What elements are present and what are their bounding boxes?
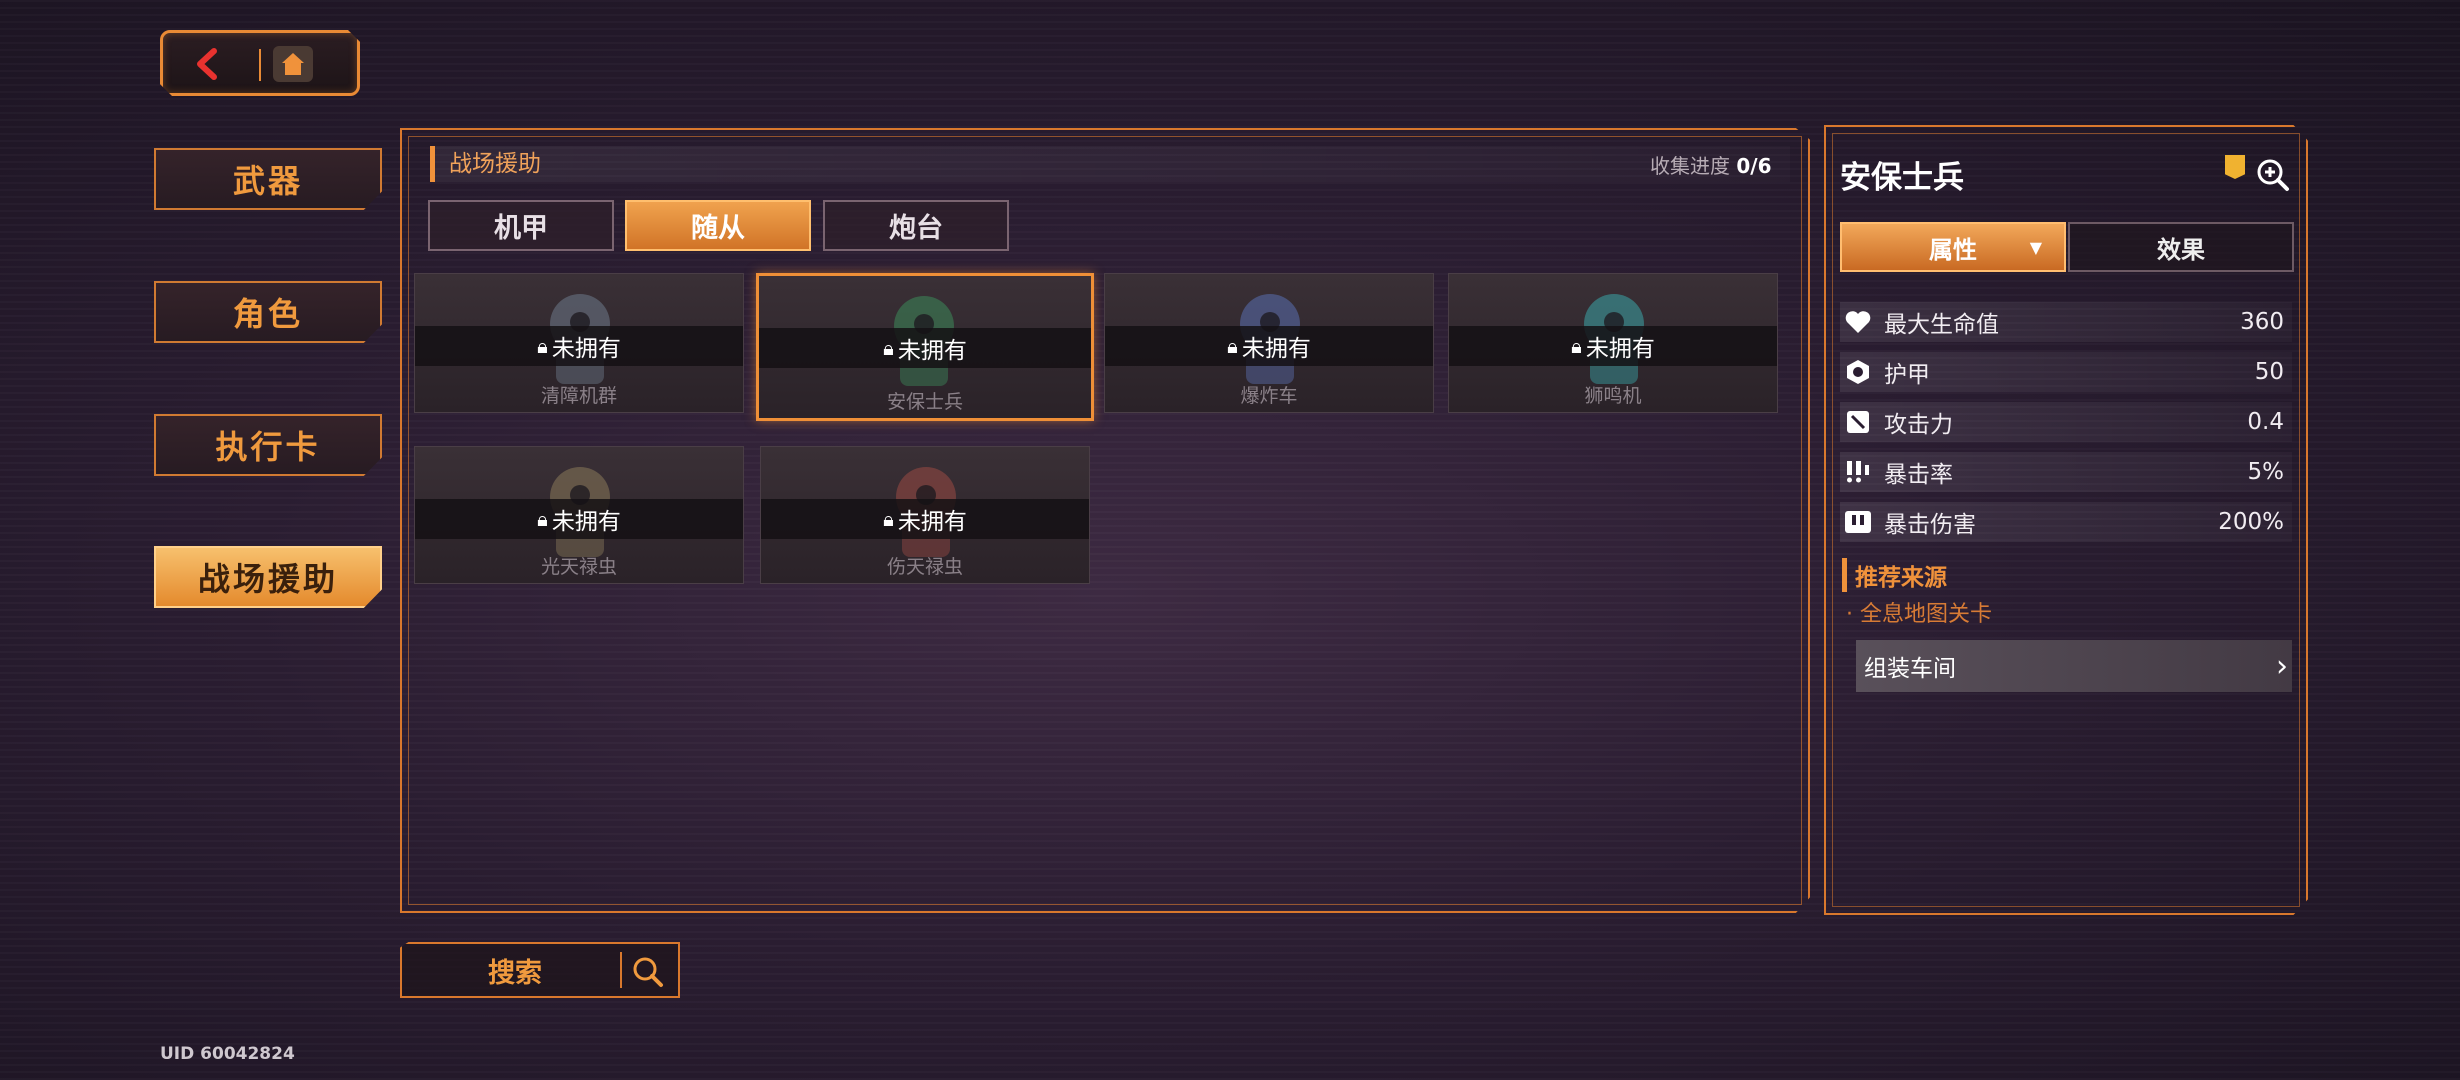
tab-label: 随从 xyxy=(691,213,745,244)
locked-overlay: 🔒︎未拥有 xyxy=(415,326,743,366)
home-button[interactable] xyxy=(273,46,313,82)
user-id: UID 60042824 xyxy=(160,1044,295,1064)
tab-effects[interactable]: 效果 xyxy=(2068,222,2294,272)
stat-row: 暴击率 5% xyxy=(1840,452,2292,492)
section-title: 战场援助 xyxy=(430,146,1790,182)
locked-overlay: 🔒︎未拥有 xyxy=(761,499,1089,539)
main-panel-inner xyxy=(408,136,1802,905)
unit-card[interactable]: 🔒︎未拥有清障机群 xyxy=(414,273,744,413)
locked-overlay: 🔒︎未拥有 xyxy=(1105,326,1433,366)
unit-card[interactable]: 🔒︎未拥有安保士兵 xyxy=(756,273,1094,421)
search-button[interactable]: 搜索 xyxy=(488,957,542,989)
locked-label: 未拥有 xyxy=(1241,336,1311,362)
crit-rate-icon xyxy=(1840,459,1876,485)
stat-label: 攻击力 xyxy=(1884,412,1953,438)
recommend-source[interactable]: · 全息地图关卡 xyxy=(1846,602,1992,627)
tab-followers[interactable]: 随从 xyxy=(625,200,811,251)
stat-row: 攻击力 0.4 xyxy=(1840,402,2292,442)
tab-mech[interactable]: 机甲 xyxy=(428,200,614,251)
back-button[interactable] xyxy=(187,46,227,82)
unit-card[interactable]: 🔒︎未拥有伤天禄虫 xyxy=(760,446,1090,584)
home-icon xyxy=(282,53,304,75)
unit-card[interactable]: 🔒︎未拥有狮鸣机 xyxy=(1448,273,1778,413)
sword-icon xyxy=(1840,409,1876,435)
crit-damage-icon xyxy=(1840,509,1876,535)
unit-card[interactable]: 🔒︎未拥有爆炸车 xyxy=(1104,273,1434,413)
side-menu-characters[interactable]: 角色 xyxy=(154,281,382,343)
lock-icon: 🔒︎ xyxy=(883,336,894,360)
search-icon[interactable] xyxy=(628,952,668,992)
locked-label: 未拥有 xyxy=(897,338,967,364)
stat-value: 50 xyxy=(2254,359,2284,385)
side-menu-battlefield-support[interactable]: 战场援助 xyxy=(154,546,382,608)
lock-icon: 🔒︎ xyxy=(883,507,894,531)
side-menu-label: 武器 xyxy=(232,162,303,200)
lock-icon: 🔒︎ xyxy=(1571,334,1582,358)
unit-card[interactable]: 🔒︎未拥有光天禄虫 xyxy=(414,446,744,584)
locked-overlay: 🔒︎未拥有 xyxy=(415,499,743,539)
unit-card-name: 清障机群 xyxy=(540,385,617,407)
zoom-in-icon[interactable] xyxy=(2256,158,2290,192)
stat-label: 护甲 xyxy=(1884,362,1930,388)
search-divider xyxy=(620,952,622,988)
stat-label: 暴击伤害 xyxy=(1884,512,1976,538)
tab-attributes[interactable]: 属性 ▼ xyxy=(1840,222,2066,272)
tab-label: 效果 xyxy=(2157,235,2205,264)
detail-panel-inner xyxy=(1832,133,2300,907)
side-menu-label: 执行卡 xyxy=(215,428,321,466)
locked-label: 未拥有 xyxy=(551,509,621,535)
side-menu-label: 角色 xyxy=(232,295,303,333)
side-menu-label: 战场援助 xyxy=(197,560,338,598)
search-box[interactable]: 搜索 xyxy=(400,942,680,998)
tab-label: 炮台 xyxy=(889,213,943,244)
stat-value: 5% xyxy=(2247,459,2285,485)
locked-overlay: 🔒︎未拥有 xyxy=(1449,326,1777,366)
side-menu-action-cards[interactable]: 执行卡 xyxy=(154,414,382,476)
lock-icon: 🔒︎ xyxy=(537,507,548,531)
workshop-label: 组装车间 xyxy=(1864,656,1956,682)
nav-divider xyxy=(259,49,261,81)
back-arrow-icon xyxy=(197,48,217,80)
stat-row: 暴击伤害 200% xyxy=(1840,502,2292,542)
stat-value: 200% xyxy=(2218,509,2284,535)
rank-badge-icon xyxy=(2225,155,2245,179)
unit-card-name: 光天禄虫 xyxy=(540,556,617,578)
stat-label: 最大生命值 xyxy=(1884,312,1999,338)
workshop-link[interactable]: 组装车间 › xyxy=(1856,640,2292,692)
recommend-title: 推荐来源 xyxy=(1842,558,1947,592)
chevron-right-icon: › xyxy=(2276,648,2288,684)
main-panel xyxy=(400,128,1810,913)
side-menu-weapons[interactable]: 武器 xyxy=(154,148,382,210)
locked-label: 未拥有 xyxy=(897,509,967,535)
lock-icon: 🔒︎ xyxy=(537,334,548,358)
heart-icon xyxy=(1840,309,1876,335)
collection-progress: 收集进度 0/6 xyxy=(1650,150,1772,179)
dropdown-arrow-icon: ▼ xyxy=(2029,237,2042,257)
tab-label: 属性 xyxy=(1929,235,1977,264)
unit-name: 安保士兵 xyxy=(1840,160,1964,196)
tab-turrets[interactable]: 炮台 xyxy=(823,200,1009,251)
shield-icon xyxy=(1840,358,1876,386)
unit-card-name: 狮鸣机 xyxy=(1584,385,1642,407)
top-nav xyxy=(160,30,360,96)
tab-label: 机甲 xyxy=(494,213,548,244)
stat-label: 暴击率 xyxy=(1884,462,1953,488)
stat-row: 护甲 50 xyxy=(1840,352,2292,392)
stat-value: 0.4 xyxy=(2247,409,2284,435)
unit-card-name: 安保士兵 xyxy=(886,391,963,413)
detail-panel xyxy=(1824,125,2308,915)
unit-card-name: 爆炸车 xyxy=(1240,385,1298,407)
stat-row: 最大生命值 360 xyxy=(1840,302,2292,342)
locked-label: 未拥有 xyxy=(1585,336,1655,362)
unit-card-name: 伤天禄虫 xyxy=(886,556,963,578)
locked-label: 未拥有 xyxy=(551,336,621,362)
locked-overlay: 🔒︎未拥有 xyxy=(759,328,1091,368)
progress-value: 0/6 xyxy=(1736,154,1772,178)
stat-value: 360 xyxy=(2240,309,2284,335)
lock-icon: 🔒︎ xyxy=(1227,334,1238,358)
progress-label: 收集进度 xyxy=(1650,154,1730,178)
